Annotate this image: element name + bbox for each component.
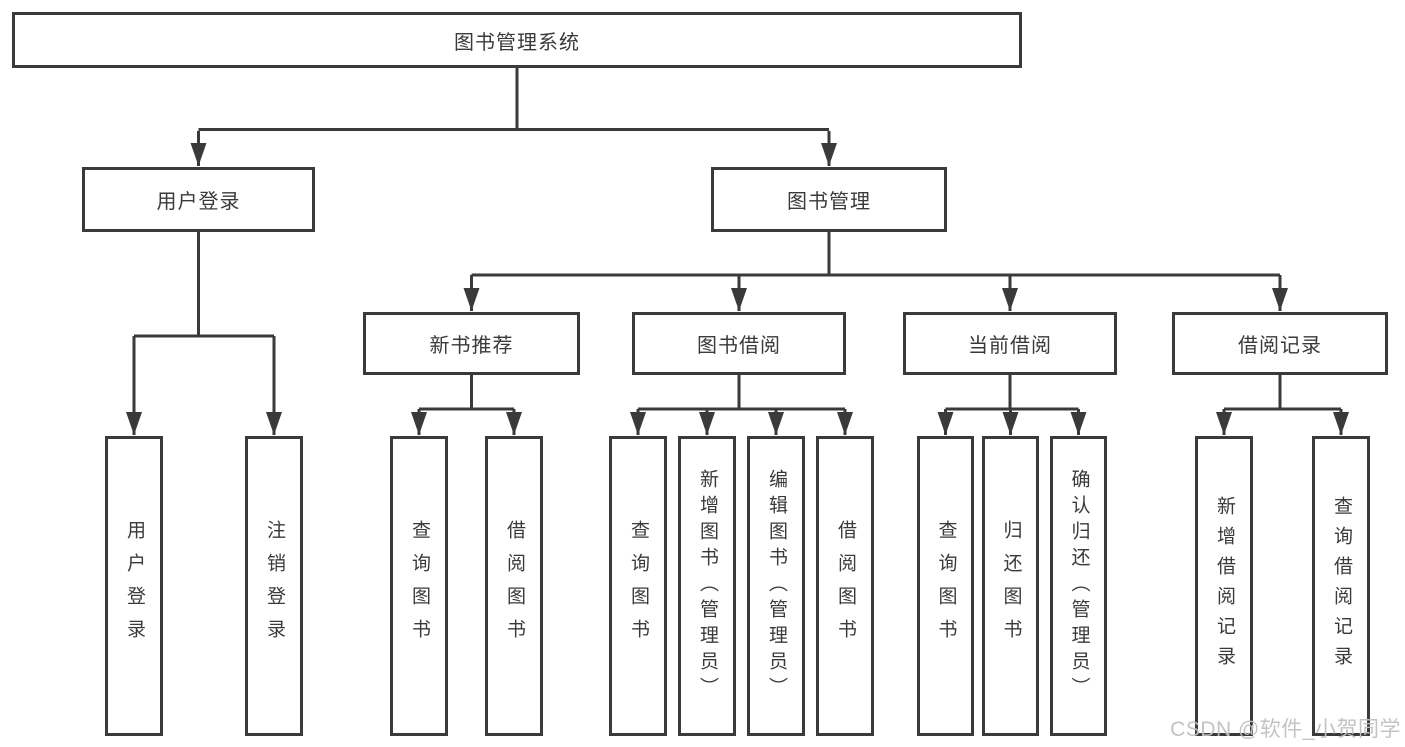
node-user-login: 用户登录 — [82, 167, 315, 232]
leaf-query-books-borrowing: 查询图书 — [609, 436, 667, 736]
leaf-user-login: 用户登录 — [105, 436, 163, 736]
node-borrowing-records: 借阅记录 — [1172, 312, 1388, 375]
node-library-management-system: 图书管理系统 — [12, 12, 1022, 68]
leaf-query-books-current: 查询图书 — [917, 436, 974, 736]
leaf-return-books: 归还图书 — [982, 436, 1039, 736]
leaf-borrow-books-recommend: 借阅图书 — [485, 436, 543, 736]
leaf-confirm-return-admin: 确认归还（管理员） — [1050, 436, 1107, 736]
leaf-borrow-books-borrowing: 借阅图书 — [816, 436, 874, 736]
node-book-management: 图书管理 — [711, 167, 947, 232]
leaf-query-books-recommend: 查询图书 — [390, 436, 448, 736]
leaf-logout: 注销登录 — [245, 436, 303, 736]
node-new-book-recommendation: 新书推荐 — [363, 312, 580, 375]
node-current-borrowing: 当前借阅 — [903, 312, 1117, 375]
csdn-watermark: CSDN @软件_小贺同学 — [1170, 718, 1401, 741]
node-book-borrowing: 图书借阅 — [632, 312, 846, 375]
leaf-query-borrow-record: 查询借阅记录 — [1312, 436, 1370, 736]
leaf-add-book-admin: 新增图书（管理员） — [678, 436, 736, 736]
leaf-edit-book-admin: 编辑图书（管理员） — [747, 436, 805, 736]
leaf-add-borrow-record: 新增借阅记录 — [1195, 436, 1253, 736]
